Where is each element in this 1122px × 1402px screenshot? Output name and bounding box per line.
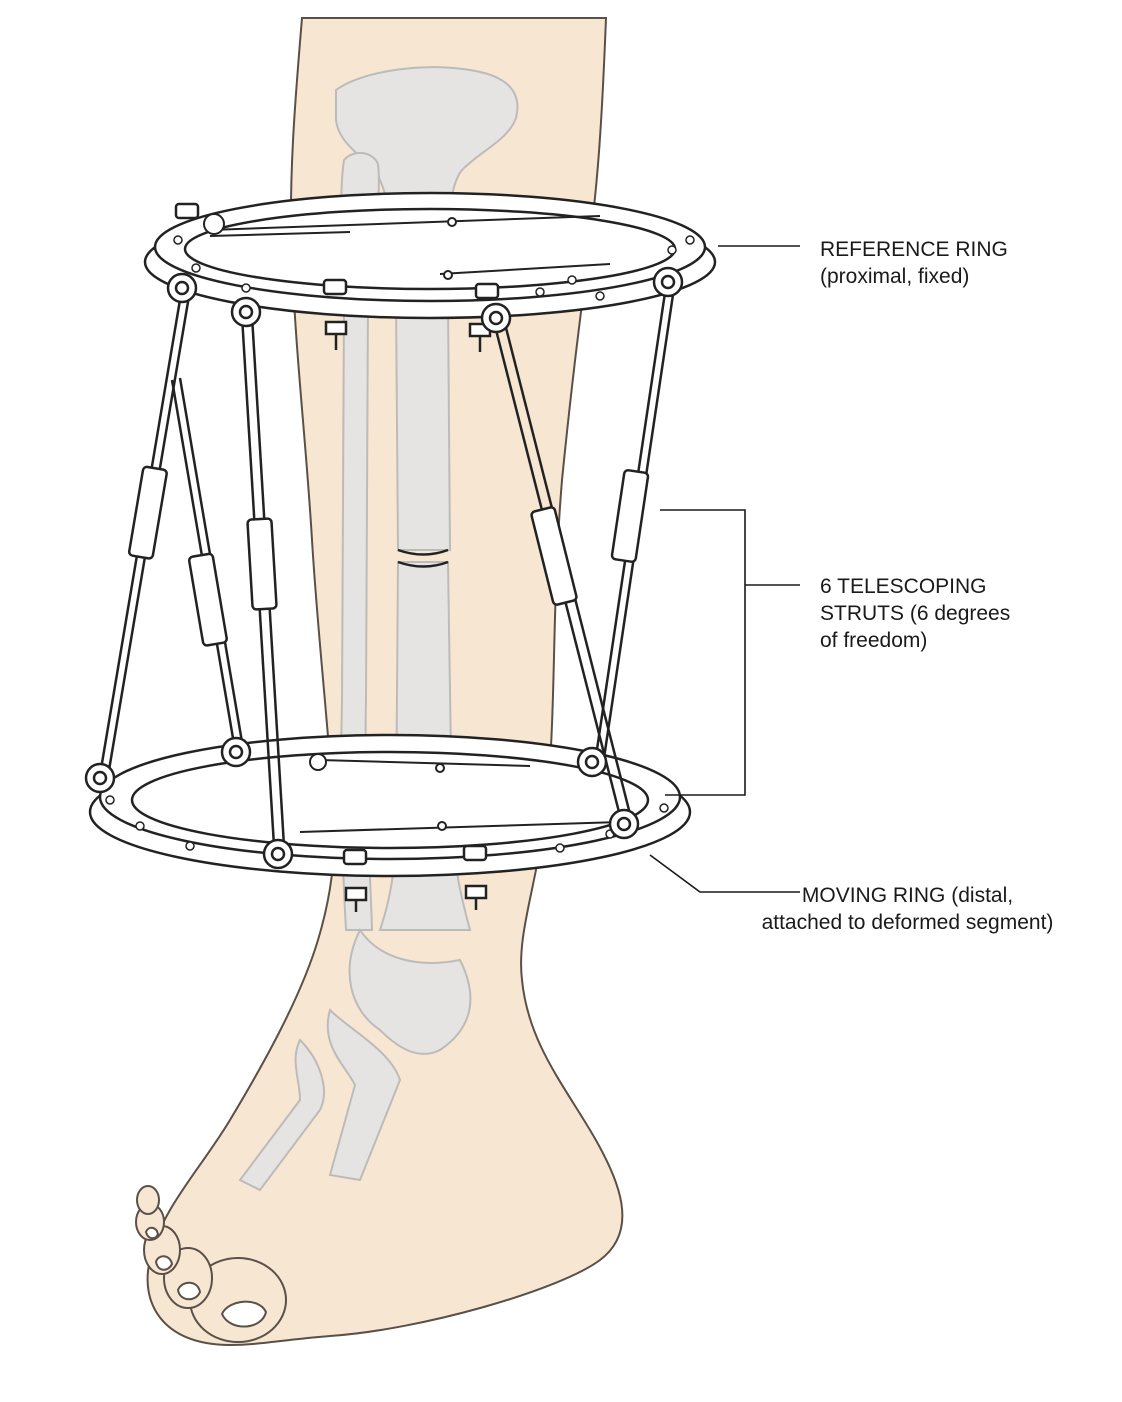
moving-ring-wires [299,753,621,833]
leg-and-foot [135,17,624,1347]
moving-ring-label: MOVING RING (distal, attached to deforme… [750,882,1065,936]
moving-ring [88,733,692,912]
reference-ring-label-line2: (proximal, fixed) [820,265,970,288]
metatarsals [326,1008,402,1182]
reference-ring-wires [203,213,611,280]
moving-ring-bolts [342,844,488,912]
struts-label-line3: of freedom) [820,629,928,652]
reference-ring-bolts [174,202,500,352]
osteotomy-gap [397,548,449,568]
reference-ring-label-line1: REFERENCE RING [820,238,1008,261]
moving-ring-label-line1: MOVING RING (distal, [801,884,1014,907]
strut-1 [84,272,198,794]
tarsal-bones [348,928,472,1055]
struts-label-line1: 6 TELESCOPING [820,575,987,598]
toenails [144,1226,268,1328]
struts-label: 6 TELESCOPING STRUTS (6 degrees of freed… [820,573,1010,654]
struts-bracket [660,509,800,796]
moving-ring-leader [649,854,800,893]
telescoping-struts [84,266,684,870]
reference-ring [143,191,717,352]
leader-lines [649,245,800,893]
strut-2 [170,377,252,768]
struts-label-line2: STRUTS (6 degrees [820,602,1011,625]
strut-3 [230,296,294,870]
reference-ring-label: REFERENCE RING (proximal, fixed) [820,236,1008,290]
strut-5 [576,266,684,778]
moving-ring-label-line2: attached to deformed segment) [761,911,1054,934]
reference-ring-holes [173,235,695,301]
